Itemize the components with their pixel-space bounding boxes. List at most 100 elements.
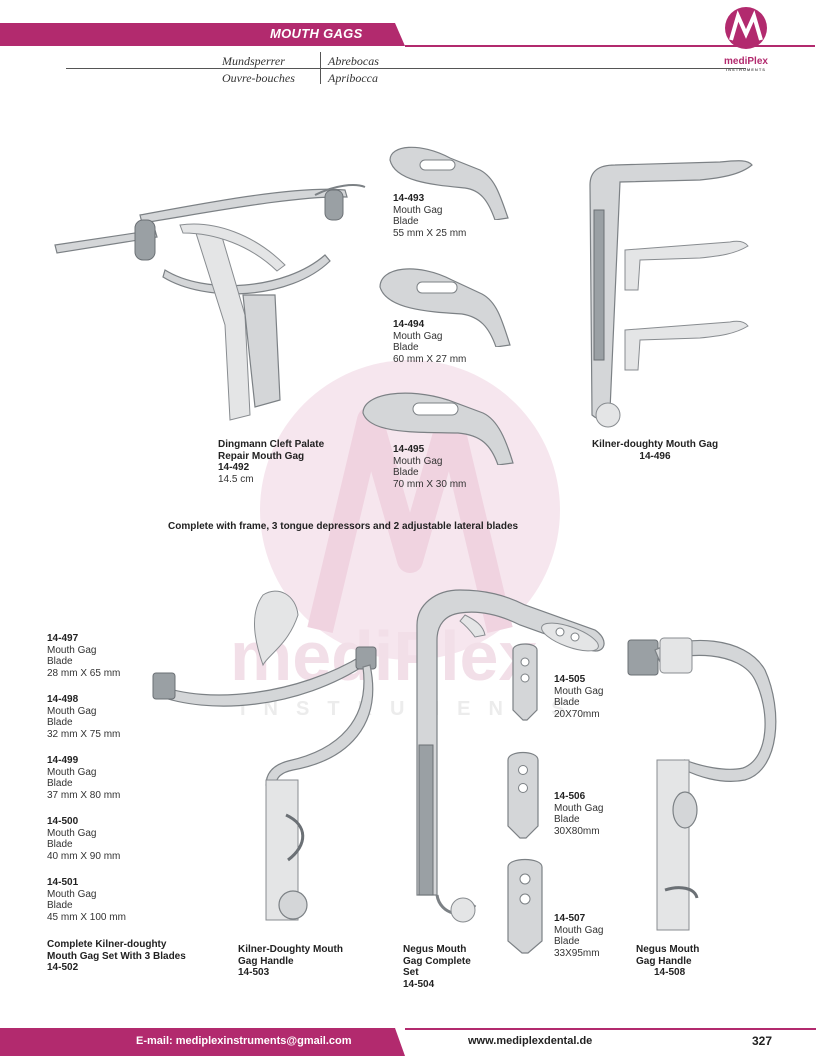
product-code: 14-506 <box>554 791 586 802</box>
product-name: Kilner-Doughty Mouth <box>238 944 343 955</box>
blade-14-493-image <box>389 146 509 220</box>
product-size: 28 mm X 65 mm <box>47 667 121 679</box>
product-code: 14-508 <box>654 967 686 979</box>
product-type-line2: Blade <box>554 936 580 948</box>
product-type-line2: Blade <box>47 717 73 729</box>
product-type-line2: Blade <box>47 839 73 851</box>
product-size: 70 mm X 30 mm <box>393 478 467 490</box>
product-14-497-label: 14-497 Mouth Gag Blade 28 mm X 65 mm <box>47 633 120 679</box>
negus-blade-14-506-image <box>507 751 539 839</box>
translation-fr: Ouvre-bouches <box>222 71 295 85</box>
set-contents-note: Complete with frame, 3 tongue depressors… <box>168 521 519 532</box>
product-size: 20X70mm <box>554 708 600 720</box>
product-code: 14-497 <box>47 633 79 644</box>
product-14-508-label: Negus Mouth Gag Handle 14-508 <box>636 944 699 979</box>
logo-text: mediPlex <box>724 56 768 67</box>
product-code: 14-494 <box>393 319 425 330</box>
product-14-506-label: 14-506 Mouth Gag Blade 30X80mm <box>554 791 603 837</box>
product-type: Mouth Gag <box>47 705 97 717</box>
product-14-498-label: 14-498 Mouth Gag Blade 32 mm X 75 mm <box>47 694 120 740</box>
product-type-line2: Blade <box>554 697 580 709</box>
product-name: Negus Mouth <box>403 944 467 955</box>
product-name-line2: Repair Mouth Gag <box>218 450 305 462</box>
product-14-496-label: Kilner-doughty Mouth Gag 14-496 <box>585 439 725 462</box>
product-code: 14-502 <box>47 962 79 974</box>
product-14-505-label: 14-505 Mouth Gag Blade 20X70mm <box>554 674 603 720</box>
header-rule <box>405 45 815 47</box>
product-14-501-label: 14-501 Mouth Gag Blade 45 mm X 100 mm <box>47 877 126 923</box>
product-type-line2: Blade <box>47 778 73 790</box>
product-type: Mouth Gag <box>554 802 604 814</box>
product-14-495-label: 14-495 Mouth Gag Blade 70 mm X 30 mm <box>393 444 466 490</box>
product-code: 14-503 <box>238 967 270 979</box>
product-name-line2: Gag Complete <box>403 955 471 967</box>
product-type: Mouth Gag <box>554 685 604 697</box>
negus-blade-14-507-image <box>507 858 543 954</box>
product-code: 14-493 <box>393 193 425 204</box>
kilner-doughty-mouth-gag-image <box>589 160 753 428</box>
negus-blade-14-505-image <box>512 643 538 721</box>
product-name-line2: Gag Handle <box>636 955 692 967</box>
translation-separator <box>320 52 321 84</box>
kilner-doughty-handle-image <box>152 590 377 921</box>
product-name-line2: Mouth Gag Set With 3 Blades <box>47 950 186 962</box>
product-14-499-label: 14-499 Mouth Gag Blade 37 mm X 80 mm <box>47 755 120 801</box>
product-code: 14-505 <box>554 674 586 685</box>
product-type: Mouth Gag <box>47 644 97 656</box>
product-14-507-label: 14-507 Mouth Gag Blade 33X95mm <box>554 913 603 959</box>
product-code: 14-504 <box>403 978 435 990</box>
dingmann-mouth-gag-image <box>54 184 366 421</box>
footer-rule <box>405 1028 816 1030</box>
translation-es: Abrebocas <box>328 54 379 68</box>
product-code: 14-499 <box>47 755 79 766</box>
product-size: 60 mm X 27 mm <box>393 353 467 365</box>
product-code: 14-500 <box>47 816 79 827</box>
product-14-503-label: Kilner-Doughty Mouth Gag Handle 14-503 <box>238 944 343 979</box>
page-title: MOUTH GAGS <box>270 26 363 41</box>
product-14-502-label: Complete Kilner-doughty Mouth Gag Set Wi… <box>47 939 186 974</box>
product-size: 40 mm X 90 mm <box>47 850 121 862</box>
product-code: 14-498 <box>47 694 79 705</box>
product-14-504-label: Negus Mouth Gag Complete Set 14-504 <box>403 944 471 990</box>
product-name-line3: Set <box>403 967 419 979</box>
product-type-line2: Blade <box>47 656 73 668</box>
header-band <box>0 23 405 46</box>
product-type: Mouth Gag <box>393 330 443 342</box>
product-type: Mouth Gag <box>47 827 97 839</box>
product-size: 14.5 cm <box>218 473 254 485</box>
product-type-line2: Blade <box>393 342 419 354</box>
product-type: Mouth Gag <box>393 455 443 467</box>
translation-rule <box>66 68 746 69</box>
logo-mark-icon <box>725 7 767 49</box>
blade-14-495-image <box>362 392 514 465</box>
product-14-500-label: 14-500 Mouth Gag Blade 40 mm X 90 mm <box>47 816 120 862</box>
product-name: Dingmann Cleft Palate <box>218 439 325 450</box>
product-code: 14-496 <box>639 450 671 462</box>
svg-text:INSTRUMENTS: INSTRUMENTS <box>240 698 582 720</box>
product-14-493-label: 14-493 Mouth Gag Blade 55 mm X 25 mm <box>393 193 466 239</box>
translation-de: Mundsperrer <box>222 54 285 68</box>
product-size: 37 mm X 80 mm <box>47 789 121 801</box>
product-type-line2: Blade <box>47 900 73 912</box>
brand-logo: mediPlex INSTRUMENTS <box>716 6 776 72</box>
product-type: Mouth Gag <box>47 888 97 900</box>
footer-band <box>0 1028 405 1056</box>
product-code: 14-492 <box>218 462 250 474</box>
product-size: 30X80mm <box>554 825 600 837</box>
footer-website[interactable]: www.mediplexdental.de <box>468 1035 593 1047</box>
page-number: 327 <box>752 1034 773 1048</box>
product-size: 32 mm X 75 mm <box>47 728 121 740</box>
product-name: Negus Mouth <box>636 944 700 955</box>
logo-subtext: INSTRUMENTS <box>726 67 766 72</box>
negus-mouth-gag-set-image <box>416 589 605 923</box>
product-type-line2: Blade <box>554 814 580 826</box>
footer-email[interactable]: E-mail: mediplexinstruments@gmail.com <box>136 1035 352 1047</box>
product-size: 45 mm X 100 mm <box>47 911 126 923</box>
product-type-line2: Blade <box>393 467 419 479</box>
product-code: 14-507 <box>554 913 586 924</box>
negus-handle-image <box>627 637 777 931</box>
product-14-494-label: 14-494 Mouth Gag Blade 60 mm X 27 mm <box>393 319 466 365</box>
blade-14-494-image <box>379 268 511 347</box>
product-size: 55 mm X 25 mm <box>393 227 467 239</box>
product-size: 33X95mm <box>554 947 600 959</box>
